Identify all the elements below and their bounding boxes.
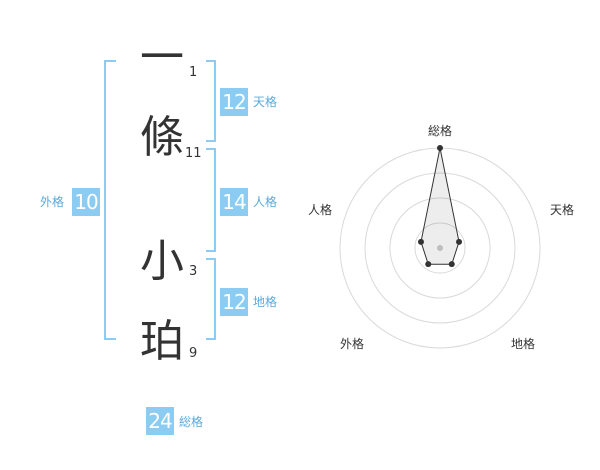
- chikaku-label: 地格: [253, 295, 278, 309]
- radar-point-1: [437, 145, 443, 151]
- radar-point-3: [448, 261, 455, 268]
- radar-point-4: [425, 261, 432, 268]
- radar-polygon: [420, 147, 460, 265]
- jinkaku-value: 14: [220, 188, 248, 216]
- stroke-count-4: 9: [189, 346, 198, 361]
- stroke-count-3: 3: [189, 264, 198, 279]
- radar-center: [437, 245, 443, 251]
- name-char-2: 條: [140, 112, 184, 163]
- gaikaku-bracket: [104, 60, 116, 340]
- radar-ring: [414, 222, 466, 274]
- soukaku-value: 24: [146, 407, 174, 435]
- name-char-4: 珀: [140, 316, 184, 367]
- radar-ring: [364, 172, 516, 324]
- stroke-count-2: 11: [185, 146, 202, 161]
- jinkaku-label: 人格: [253, 195, 278, 209]
- radar-axis-label-gaikaku: 外格: [340, 337, 365, 351]
- radar-axis-label-jinkaku: 人格: [308, 203, 333, 217]
- chikaku-bracket: [206, 258, 216, 340]
- soukaku-label: 総格: [179, 415, 204, 429]
- radar-point-5: [417, 238, 424, 245]
- radar-ring: [389, 197, 491, 299]
- stroke-count-1: 1: [189, 65, 198, 80]
- radar-axis-label-chikaku: 地格: [511, 337, 536, 351]
- tenkaku-label: 天格: [253, 95, 278, 109]
- radar-axis-label-soukaku: 総格: [428, 124, 453, 138]
- name-char-3: 小: [140, 236, 184, 287]
- name-char-1: 一: [140, 32, 184, 83]
- radar-axis-label-tenkaku: 天格: [550, 203, 575, 217]
- gaikaku-label: 外格: [40, 195, 65, 209]
- chikaku-value: 12: [220, 288, 248, 316]
- gaikaku-value: 10: [72, 188, 100, 216]
- jinkaku-bracket: [206, 148, 216, 252]
- tenkaku-value: 12: [220, 88, 248, 116]
- radar-point-2: [456, 238, 463, 245]
- tenkaku-bracket: [206, 60, 216, 142]
